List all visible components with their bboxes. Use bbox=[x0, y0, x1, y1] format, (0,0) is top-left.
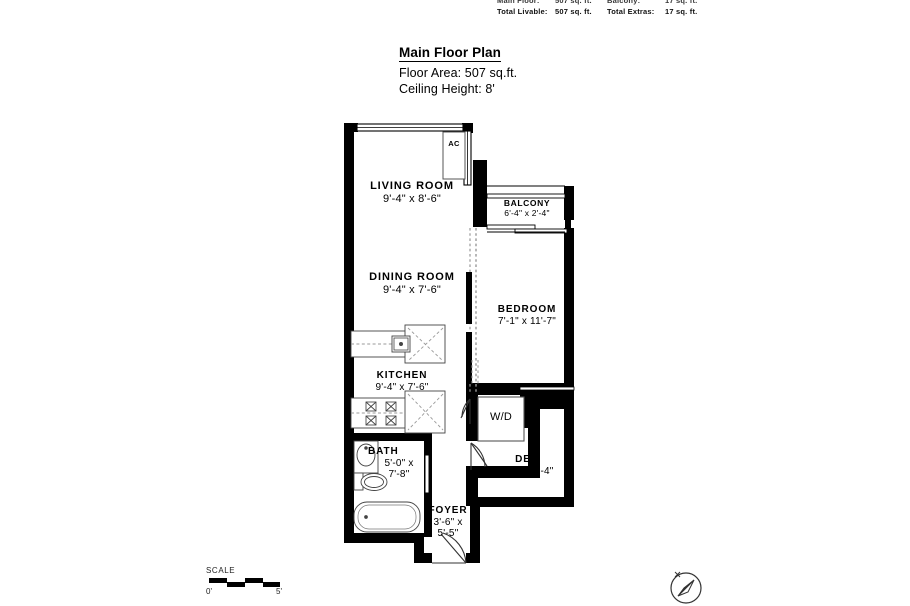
door-den bbox=[470, 442, 488, 470]
room-label-bath: BATH 5'-0" x 7'-8" bbox=[368, 446, 434, 481]
living-room-dimensions: 9'-4" x 8'-6" bbox=[382, 192, 442, 205]
area-summary-cell: Total Extras: 17 sq. ft. bbox=[607, 6, 717, 17]
ac-unit bbox=[442, 131, 466, 180]
kitchen-sink bbox=[393, 337, 409, 351]
exterior-walls bbox=[344, 123, 574, 563]
living-room-name: LIVING ROOM bbox=[370, 180, 454, 192]
total-livable-label: Total Livable: bbox=[497, 7, 548, 16]
dining-room-name: DINING ROOM bbox=[369, 271, 455, 283]
ac-unit-label: AC bbox=[443, 139, 465, 149]
door-bath bbox=[424, 454, 430, 494]
bath-name: BATH bbox=[368, 446, 399, 457]
area-summary-row: Main Floor: 507 sq. ft. Balcony: 17 sq. … bbox=[497, 0, 717, 6]
balcony-name: BALCONY bbox=[503, 198, 551, 208]
scale-bar: SCALE 0' 5' bbox=[206, 566, 282, 597]
kitchen-dimensions: 9'-4" x 7'-6" bbox=[375, 381, 429, 393]
bath-toilet bbox=[353, 472, 388, 491]
door-washer-dryer bbox=[460, 398, 471, 424]
balcony-area-label: Balcony: bbox=[607, 0, 641, 5]
living-room-window bbox=[356, 123, 464, 132]
door-entry bbox=[432, 532, 467, 564]
room-label-foyer: FOYER 3'-6" x 5'-5" bbox=[424, 505, 472, 540]
dining-room-dimensions: 9'-4" x 7'-6" bbox=[382, 283, 442, 296]
bath-dimensions: 5'-0" x 7'-8" bbox=[384, 457, 414, 481]
room-label-closet: CLOSET bbox=[518, 395, 574, 405]
kitchen-upper-counter bbox=[350, 324, 446, 364]
scale-endpoints: 0' 5' bbox=[206, 587, 282, 597]
balcony-dimensions: 6'-4" x 2'-4" bbox=[504, 207, 550, 218]
bath-sink bbox=[353, 440, 379, 474]
room-label-kitchen: KITCHEN 9'-4" x 7'-6" bbox=[344, 370, 460, 393]
total-livable-value: 507 sq. ft. bbox=[555, 7, 592, 16]
service-chase-hidden-line bbox=[471, 360, 479, 386]
foyer-dimensions: 3'-6" x 5'-5" bbox=[433, 516, 463, 540]
bedroom-dimensions: 7'-1" x 11'-7" bbox=[497, 315, 556, 327]
bath-tub bbox=[353, 501, 421, 533]
washer-dryer-appliance bbox=[477, 396, 525, 442]
foyer-name: FOYER bbox=[428, 505, 468, 516]
kitchen-name: KITCHEN bbox=[376, 370, 428, 381]
den-dimensions: 7'-4" x 6'-4" bbox=[500, 465, 554, 477]
den-name: DEN bbox=[515, 454, 539, 465]
room-label-bedroom: BEDROOM 7'-1" x 11'-7" bbox=[483, 304, 571, 327]
ceiling-height-text: Ceiling Height: 8' bbox=[399, 82, 495, 96]
room-label-den: DEN 7'-4" x 6'-4" bbox=[484, 454, 570, 477]
area-summary-row: Total Livable: 507 sq. ft. Total Extras:… bbox=[497, 6, 717, 17]
room-label-living-room: LIVING ROOM 9'-4" x 8'-6" bbox=[344, 180, 480, 206]
total-extras-value: 17 sq. ft. bbox=[665, 7, 698, 16]
room-label-dining-room: DINING ROOM 9'-4" x 7'-6" bbox=[344, 271, 480, 297]
closet-name: CLOSET bbox=[528, 395, 564, 404]
balcony-railing bbox=[486, 193, 568, 234]
closet-rail bbox=[519, 384, 575, 391]
kitchen-lower-counter bbox=[350, 390, 446, 434]
balcony-area-value: 17 sq. ft. bbox=[665, 0, 698, 5]
room-label-balcony: BALCONY 6'-4" x 2'-4" bbox=[486, 198, 568, 219]
title-block: Main Floor Plan Floor Area: 507 sq.ft. C… bbox=[399, 44, 517, 97]
interior-partition-wall bbox=[466, 228, 477, 392]
total-extras-label: Total Extras: bbox=[607, 7, 655, 16]
scale-end-label: 5' bbox=[276, 587, 282, 596]
compass-rose-icon bbox=[670, 571, 702, 604]
area-summary-cell: Main Floor: 507 sq. ft. bbox=[497, 0, 607, 6]
washer-dryer-text: W/D bbox=[490, 411, 512, 423]
scale-start-label: 0' bbox=[206, 587, 212, 596]
washer-dryer-label: W/D bbox=[478, 411, 524, 424]
scale-caption: SCALE bbox=[206, 566, 236, 575]
floor-area-text: Floor Area: 507 sq.ft. bbox=[399, 66, 518, 80]
scale-bar-graphic bbox=[209, 578, 280, 587]
main-floor-value: 507 sq. ft. bbox=[555, 0, 592, 5]
kitchen-stove-burners bbox=[365, 401, 397, 426]
bedroom-window bbox=[565, 220, 571, 395]
area-summary-cell: Balcony: 17 sq. ft. bbox=[607, 0, 717, 6]
bedroom-name: BEDROOM bbox=[497, 304, 557, 315]
page-title: Main Floor Plan bbox=[399, 45, 502, 62]
area-summary-cell: Total Livable: 507 sq. ft. bbox=[497, 6, 607, 17]
ac-unit-text: AC bbox=[448, 139, 460, 148]
balcony-edge bbox=[487, 185, 565, 233]
main-floor-label: Main Floor: bbox=[497, 0, 540, 5]
area-summary: Main Floor: 507 sq. ft. Balcony: 17 sq. … bbox=[497, 0, 717, 17]
